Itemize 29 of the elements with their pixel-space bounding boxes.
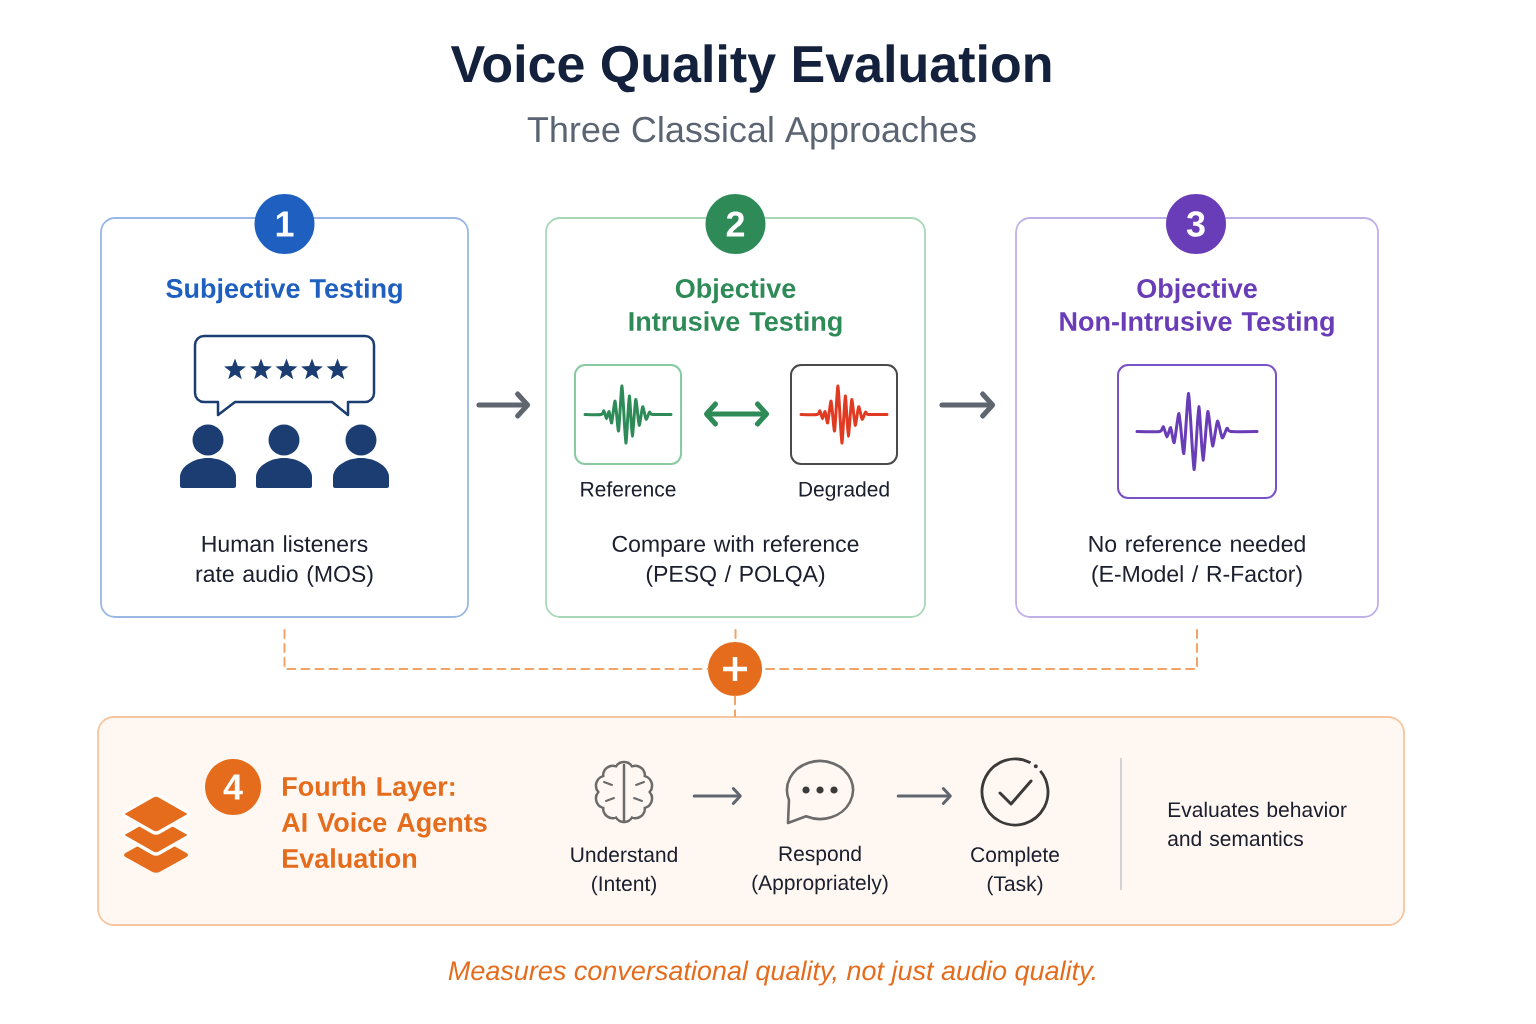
panel-text: Evaluates behavior and semantics: [1168, 801, 1347, 847]
number-badge: 4: [205, 759, 261, 815]
card-text: Human listeners rate audio (MOS): [196, 535, 373, 587]
panel-heading: Fourth Layer:: [283, 776, 455, 802]
arrow: [692, 787, 742, 805]
dashed-line: [734, 695, 736, 718]
arrow: [896, 787, 952, 805]
card-heading: Objective Intrusive Testing: [629, 278, 842, 337]
dashed-line: [283, 628, 709, 670]
step-label: Complete (Task): [971, 846, 1059, 896]
subtitle: Three Classical Approaches: [527, 115, 976, 150]
double-arrow: [704, 401, 769, 427]
arrow: [476, 391, 531, 419]
number-badge: 1: [254, 194, 315, 254]
caption: Measures conversational quality, not just audio quality.: [448, 960, 1095, 986]
arrow: [939, 391, 996, 419]
title: Voice Quality Evaluation: [450, 44, 1051, 93]
number-badge: 2: [705, 194, 766, 254]
card-heading: Objective Non-Intrusive Testing: [1060, 278, 1334, 337]
card-text: Compare with reference (PESQ / POLQA): [612, 535, 859, 587]
signal-label: Degraded: [799, 481, 889, 501]
plus-icon: [708, 642, 762, 696]
card-text: No reference needed (E-Model / R-Factor): [1089, 535, 1305, 587]
number-badge: 3: [1166, 194, 1226, 254]
card-heading: Subjective Testing: [166, 278, 402, 304]
step-label: Respond (Appropriately): [752, 845, 888, 895]
signal-label: Reference: [581, 481, 676, 497]
panel-heading: AI Voice Agents Evaluation: [281, 812, 487, 869]
step-label: Understand (Intent): [571, 846, 677, 896]
